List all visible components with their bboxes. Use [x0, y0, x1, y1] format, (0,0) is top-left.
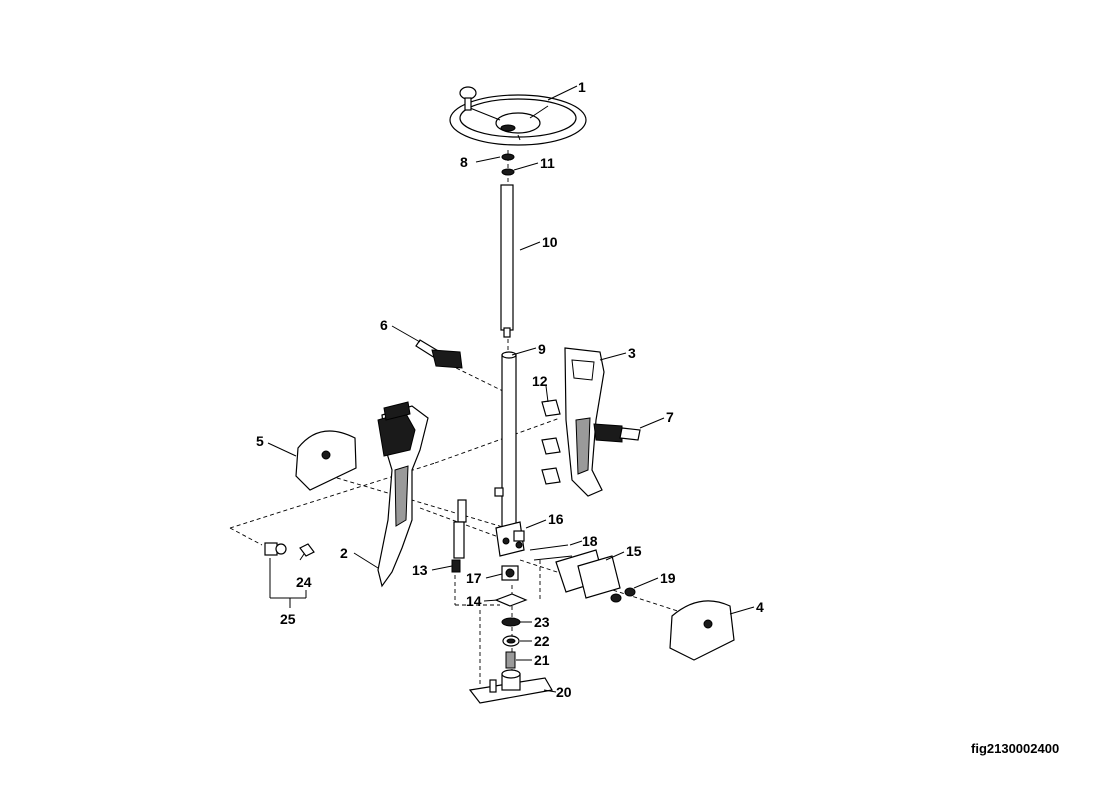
nuts-19 — [610, 587, 636, 603]
callout-15: 15 — [626, 543, 642, 559]
gas-strut — [451, 499, 467, 573]
spring-21 — [505, 651, 516, 669]
steering-shaft — [500, 184, 514, 338]
clips-12 — [541, 399, 561, 485]
callout-17: 17 — [466, 570, 482, 586]
callout-3: 3 — [628, 345, 636, 361]
callout-9: 9 — [538, 341, 546, 357]
mount-plates — [555, 549, 621, 599]
callout-18: 18 — [582, 533, 598, 549]
left-side-cover — [295, 430, 357, 491]
callout-8: 8 — [460, 154, 468, 170]
bushing-23 — [501, 617, 521, 627]
callout-11: 11 — [540, 155, 555, 171]
left-column-cover — [377, 401, 429, 588]
callout-23: 23 — [534, 614, 550, 630]
nut-8 — [501, 153, 515, 161]
assembly-guide-lines — [229, 150, 691, 685]
column-bracket — [495, 521, 525, 557]
base-plate — [468, 669, 553, 704]
callout-7: 7 — [666, 409, 674, 425]
pivot-block — [501, 565, 519, 581]
right-side-cover — [669, 600, 735, 661]
callout-20: 20 — [556, 684, 572, 700]
bracket-25-lines — [269, 558, 307, 608]
callout-14: 14 — [466, 593, 482, 609]
column-tube — [494, 351, 517, 531]
ignition-key — [299, 543, 315, 561]
callout-16: 16 — [548, 511, 564, 527]
callout-labels: 1 2 3 4 5 6 7 8 9 10 11 12 13 14 15 16 1… — [256, 79, 764, 700]
callout-2: 2 — [340, 545, 348, 561]
right-switch — [593, 423, 641, 443]
callout-6: 6 — [380, 317, 388, 333]
callout-25: 25 — [280, 611, 296, 627]
leader-lines — [267, 85, 755, 693]
bushing-22 — [502, 635, 520, 647]
callout-12: 12 — [532, 373, 548, 389]
left-switch — [415, 339, 463, 369]
callout-22: 22 — [534, 633, 550, 649]
callout-5: 5 — [256, 433, 264, 449]
right-column-cover — [564, 347, 605, 497]
washer-11 — [501, 168, 515, 176]
callout-10: 10 — [542, 234, 558, 250]
callout-4: 4 — [756, 599, 764, 615]
callout-13: 13 — [412, 562, 428, 578]
callout-24: 24 — [296, 574, 312, 590]
callout-1: 1 — [578, 79, 586, 95]
ignition-switch — [264, 542, 287, 556]
bolts-18 — [529, 544, 573, 561]
figure-id: fig2130002400 — [971, 741, 1059, 756]
lock-plate — [494, 593, 528, 607]
callout-21: 21 — [534, 652, 550, 668]
steering-wheel — [449, 86, 587, 146]
callout-19: 19 — [660, 570, 676, 586]
